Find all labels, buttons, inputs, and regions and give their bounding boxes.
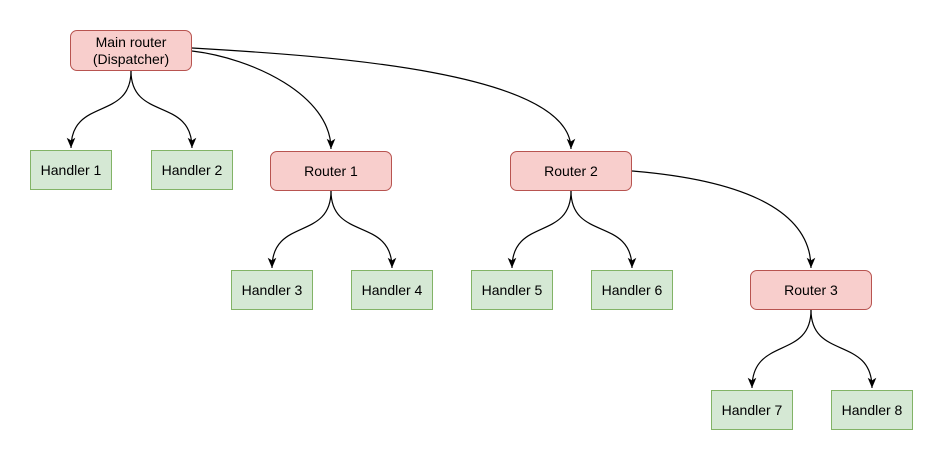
edge-router-3-to-handler-7 — [747, 309, 812, 389]
node-handler-2: Handler 2 — [151, 150, 233, 190]
node-main-router: Main router (Dispatcher) — [70, 30, 192, 71]
node-router-2: Router 2 — [510, 151, 632, 191]
edge-main-router-to-router-1 — [191, 50, 336, 150]
node-handler-1: Handler 1 — [30, 150, 112, 190]
node-main-router-label: Main router (Dispatcher) — [92, 34, 170, 67]
edge-router-2-to-handler-6 — [570, 190, 637, 269]
node-handler-3-label: Handler 3 — [241, 281, 303, 298]
node-handler-5-label: Handler 5 — [481, 281, 543, 298]
node-handler-7: Handler 7 — [711, 390, 793, 430]
node-handler-1-label: Handler 1 — [40, 161, 102, 178]
edge-main-router-to-handler-1 — [66, 70, 132, 149]
node-handler-7-label: Handler 7 — [721, 401, 783, 418]
edge-main-router-to-handler-2 — [130, 70, 197, 149]
node-router-3-label: Router 3 — [784, 281, 838, 298]
edge-main-router-to-router-2 — [191, 47, 576, 150]
node-handler-6-label: Handler 6 — [601, 281, 663, 298]
edge-router-2-to-handler-5 — [507, 190, 572, 269]
edge-router-1-to-handler-4 — [330, 190, 397, 269]
node-handler-2-label: Handler 2 — [161, 161, 223, 178]
node-handler-4: Handler 4 — [351, 270, 433, 310]
edge-router-1-to-handler-3 — [267, 190, 332, 269]
edge-router-2-to-router-3 — [631, 170, 816, 269]
node-router-2-label: Router 2 — [544, 162, 598, 179]
node-router-3: Router 3 — [750, 270, 872, 310]
node-handler-8: Handler 8 — [831, 390, 913, 430]
node-router-1-label: Router 1 — [304, 162, 358, 179]
node-handler-6: Handler 6 — [591, 270, 673, 310]
edge-router-3-to-handler-8 — [810, 309, 877, 389]
node-handler-4-label: Handler 4 — [361, 281, 423, 298]
node-handler-8-label: Handler 8 — [841, 401, 903, 418]
node-handler-5: Handler 5 — [471, 270, 553, 310]
node-handler-3: Handler 3 — [231, 270, 313, 310]
node-router-1: Router 1 — [270, 151, 392, 191]
